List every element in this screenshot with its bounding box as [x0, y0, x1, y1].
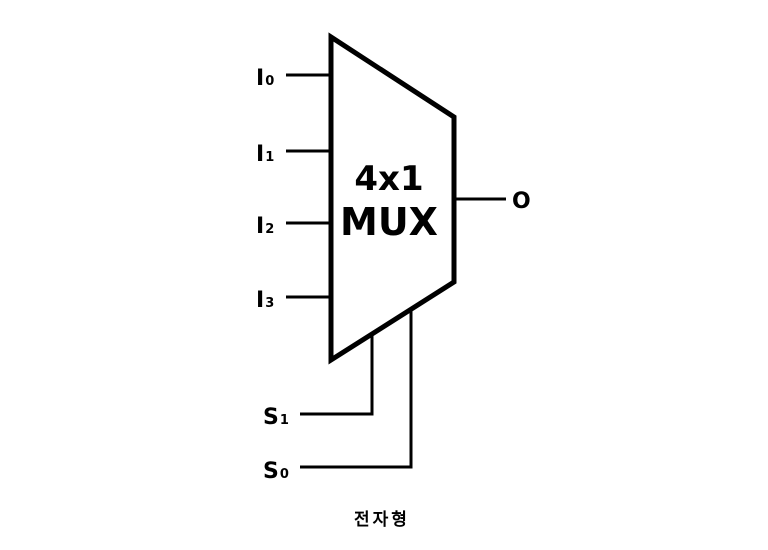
select-wire-s1 [300, 336, 374, 416]
input-label-0: I0 [256, 66, 274, 91]
input-label-2: I2 [256, 214, 274, 239]
mux-label-size: 4x1 [354, 159, 423, 199]
select-label-s0: S0 [263, 459, 289, 484]
output-label: O [512, 189, 531, 214]
input-label-3: I3 [256, 288, 274, 313]
mux-label-name: MUX [340, 200, 438, 244]
select-wire-s0 [300, 310, 413, 469]
input-label-1: I1 [256, 142, 274, 167]
select-label-s1: S1 [263, 405, 289, 430]
mux-body [328, 32, 457, 365]
caption: 전자형 [354, 509, 410, 530]
